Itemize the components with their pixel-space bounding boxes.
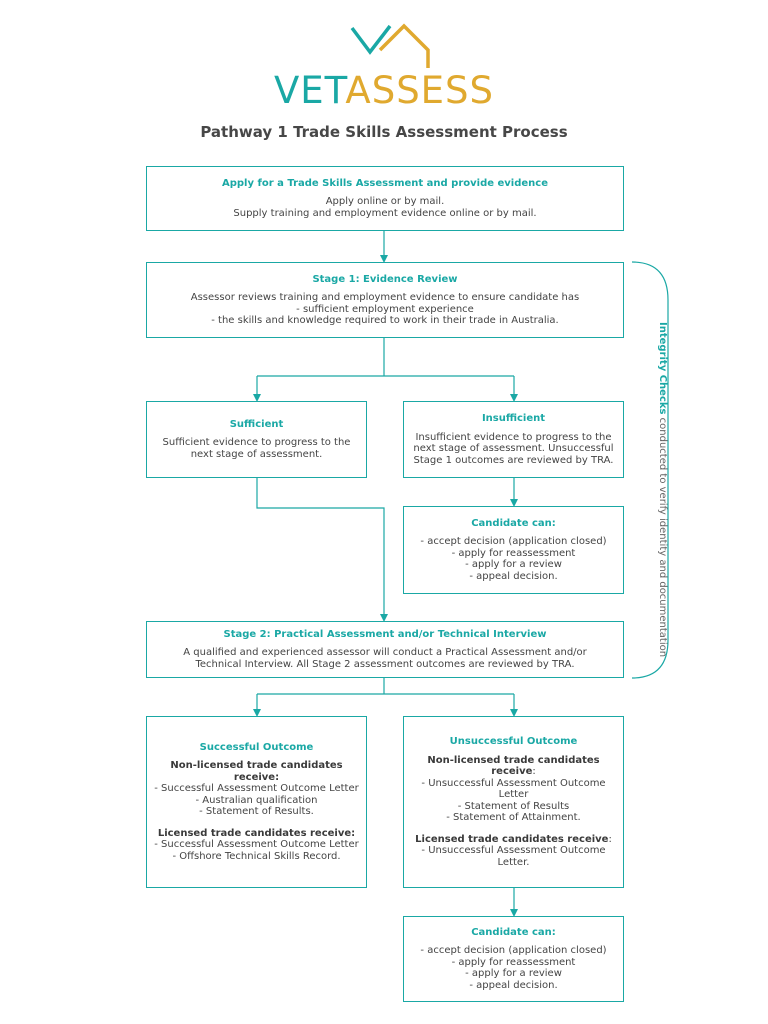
apply-line-2: Supply training and employment evidence … [233,207,537,219]
candidate-options-1-heading: Candidate can: [471,517,556,529]
integrity-bracket [631,261,669,679]
sufficient-heading: Sufficient [229,418,284,430]
unsuccessful-nonlicensed-item: - Statement of Results [457,800,570,812]
integrity-checks-label: Integrity Checks conducted to verify ide… [654,322,668,657]
unsuccessful-nonlicensed-colon: : [532,766,536,777]
candidate-options-box-2: Candidate can: - accept decision (applic… [403,916,624,1002]
unsuccessful-nonlicensed-item: - Statement of Attainment. [446,812,581,823]
successful-licensed-item: - Successful Assessment Outcome Letter [154,839,359,851]
stage1-line-3: - the skills and knowledge required to w… [211,315,559,326]
stage1-heading: Stage 1: Evidence Review [312,273,458,285]
unsuccessful-licensed-heading: Licensed trade candidates receive [415,833,609,845]
successful-nonlicensed-item: - Statement of Results. [199,806,314,818]
insufficient-text: Insufficient evidence to progress to the… [413,431,614,466]
stage1-line-1: Assessor reviews training and employment… [190,292,580,303]
integrity-checks-rest: conducted to verify identity and documen… [657,414,668,658]
candidate-options-box-1: Candidate can: - accept decision (applic… [403,506,624,594]
successful-outcome-box: Successful Outcome Non-licensed trade ca… [146,716,367,888]
vetassess-logo-mark-icon [350,23,430,68]
stage2-text: A qualified and experienced assessor wil… [183,647,587,670]
logo-text-vet: VET [273,69,346,112]
successful-heading: Successful Outcome [199,741,314,753]
candidate-options-1-item: - accept decision (application closed) [420,536,607,548]
successful-licensed-heading: Licensed trade candidates receive: [157,827,356,839]
successful-licensed-item: - Offshore Technical Skills Record. [172,850,341,862]
candidate-options-1-item: - apply for a review [465,559,562,571]
candidate-options-2-item: - accept decision (application closed) [420,945,607,957]
successful-nonlicensed-item: - Australian qualification [195,794,318,806]
sufficient-text: Sufficient evidence to progress to the n… [162,437,351,460]
successful-nonlicensed-item: - Successful Assessment Outcome Letter [154,783,359,795]
insufficient-heading: Insufficient [481,413,546,424]
integrity-checks-bold: Integrity Checks [657,322,668,415]
unsuccessful-licensed-item: - Unsuccessful Assessment Outcome Letter… [421,845,606,868]
candidate-options-2-item: - apply for reassessment [451,956,576,968]
arrow-sufficient-to-stage2 [256,478,388,622]
page-title: Pathway 1 Trade Skills Assessment Proces… [200,123,568,141]
logo-text-assess: ASSESS [345,69,495,112]
unsuccessful-nonlicensed-item: - Unsuccessful Assessment Outcome Letter [421,777,606,801]
successful-nonlicensed-heading: Non-licensed trade candidates receive: [170,760,343,783]
apply-heading: Apply for a Trade Skills Assessment and … [222,177,548,189]
candidate-options-2-item: - appeal decision. [469,979,558,991]
insufficient-box: Insufficient Insufficient evidence to pr… [403,401,624,478]
unsuccessful-licensed-colon: : [608,833,612,845]
candidate-options-1-item: - apply for reassessment [451,547,576,559]
unsuccessful-heading: Unsuccessful Outcome [449,736,578,747]
vetassess-logo: VETASSESS [0,72,768,109]
unsuccessful-outcome-box: Unsuccessful Outcome Non-licensed trade … [403,716,624,888]
sufficient-box: Sufficient Sufficient evidence to progre… [146,401,367,478]
stage2-heading: Stage 2: Practical Assessment and/or Tec… [223,628,547,640]
apply-box: Apply for a Trade Skills Assessment and … [146,166,624,231]
candidate-options-2-item: - apply for a review [465,968,562,980]
stage2-box: Stage 2: Practical Assessment and/or Tec… [146,621,624,678]
candidate-options-1-item: - appeal decision. [469,570,558,582]
stage1-box: Stage 1: Evidence Review Assessor review… [146,262,624,338]
stage1-line-2: - sufficient employment experience [296,303,474,315]
unsuccessful-nonlicensed-heading: Non-licensed trade candidates receive [427,754,600,778]
apply-line-1: Apply online or by mail. [325,196,445,208]
candidate-options-2-heading: Candidate can: [471,926,556,938]
